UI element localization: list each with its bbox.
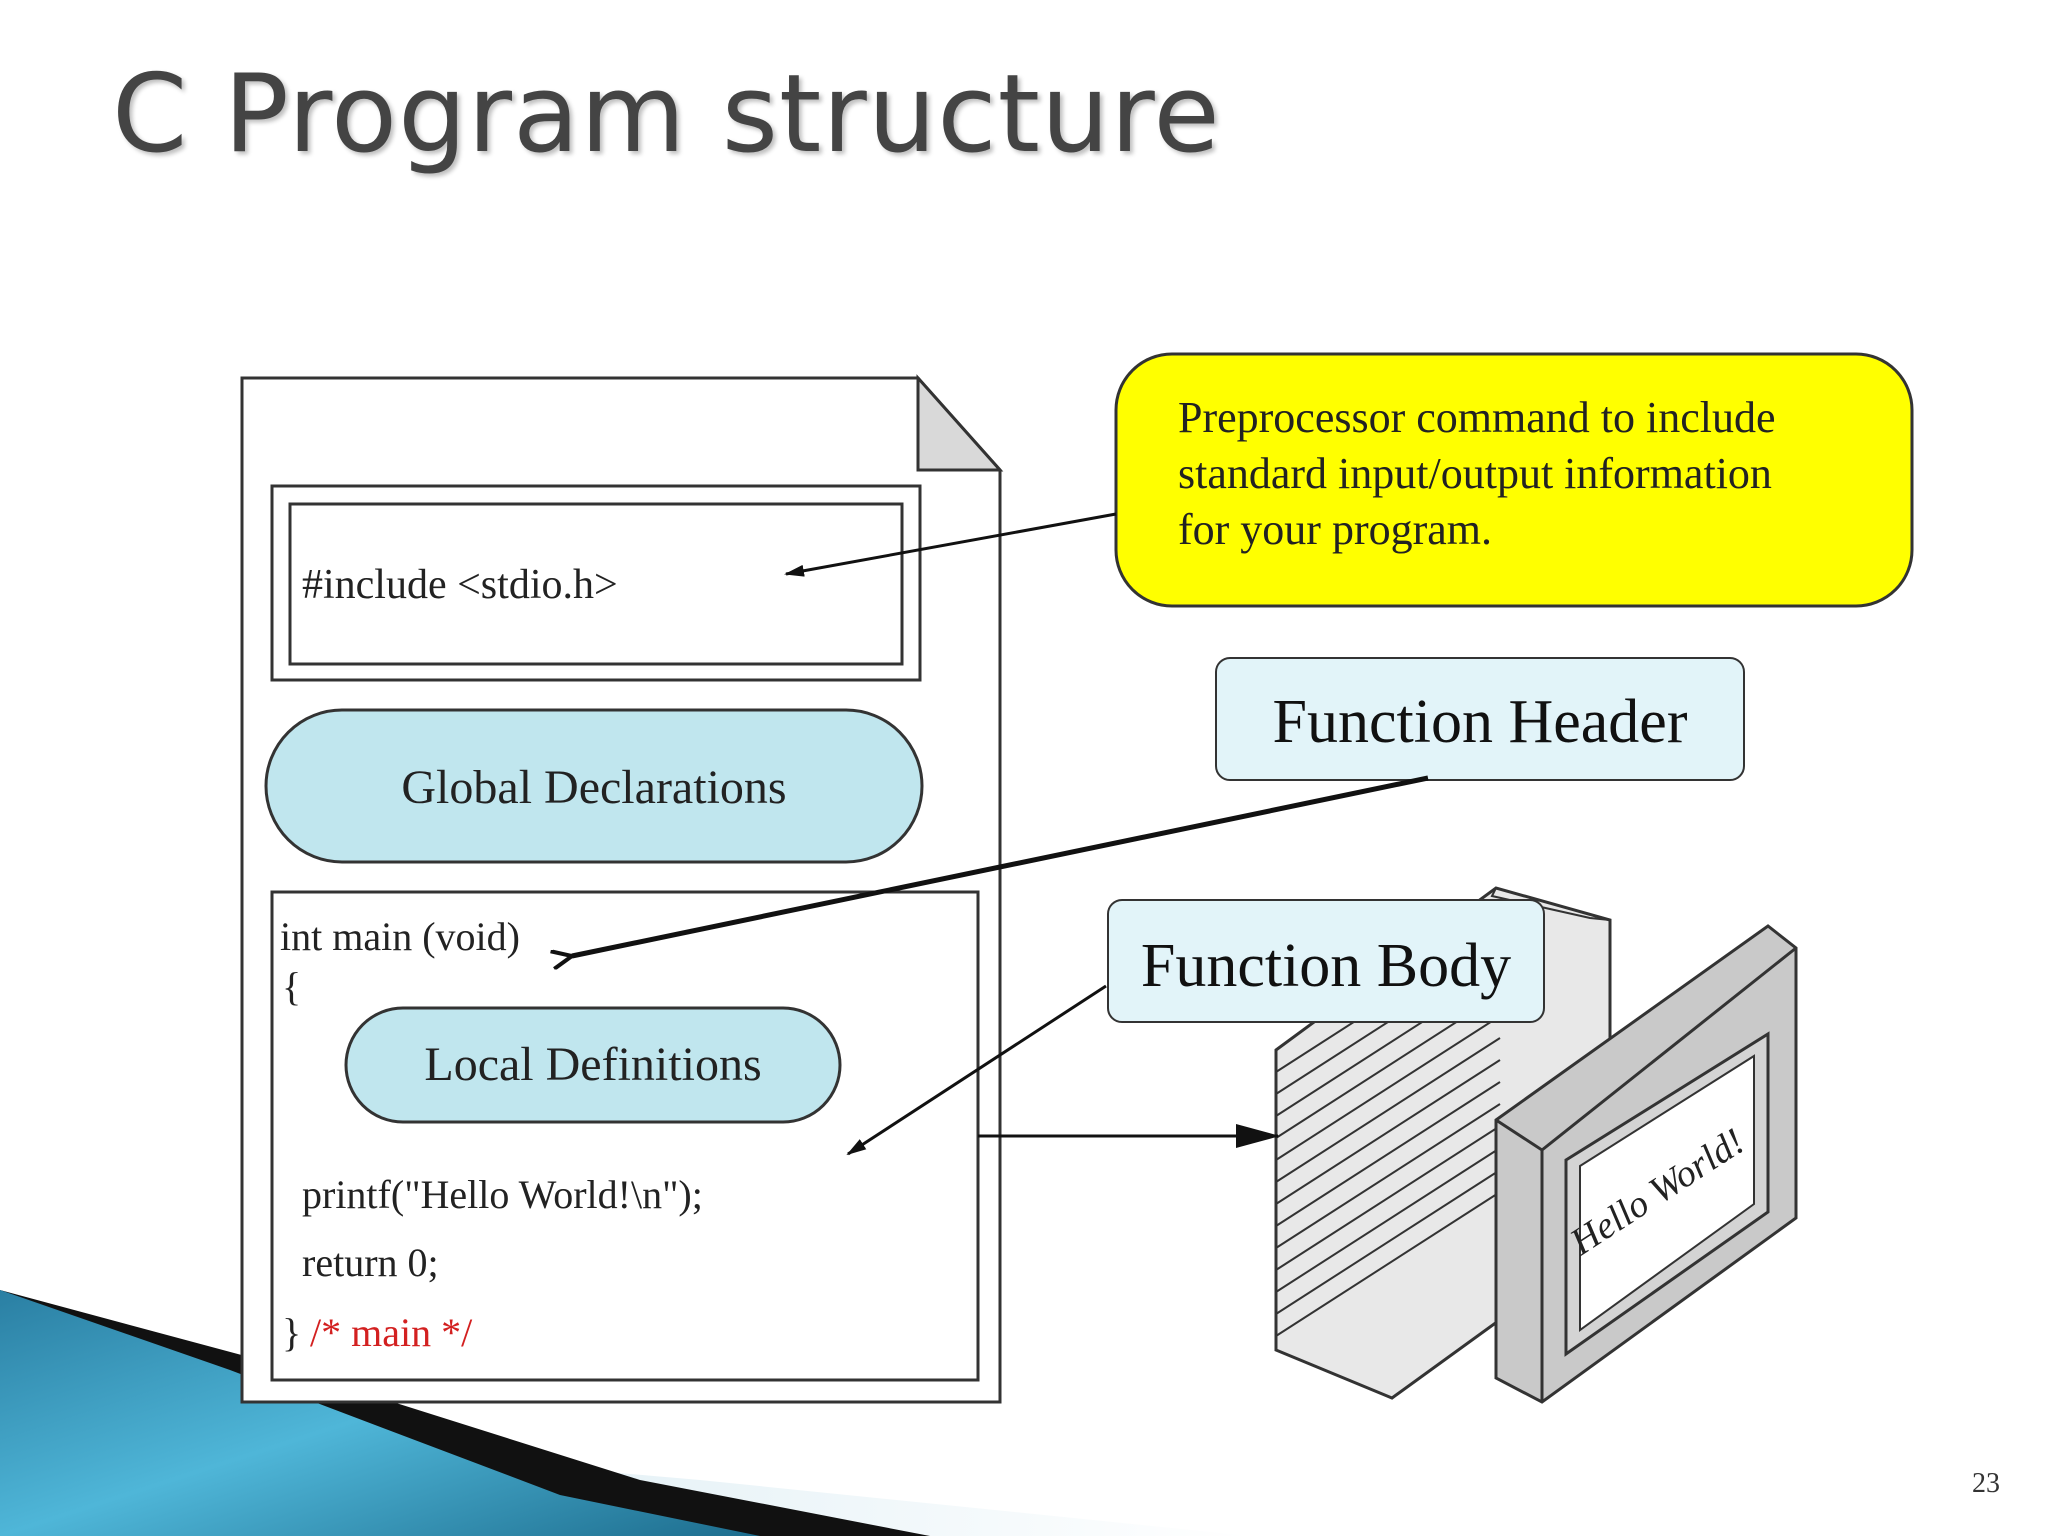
include-line: #include <stdio.h>	[302, 562, 618, 608]
global-declarations-pill	[264, 708, 924, 864]
function-header-arrow	[572, 775, 1429, 956]
main-signature: int main (void)	[280, 914, 520, 959]
preprocessor-callout-line-3: for your program.	[1178, 505, 1492, 554]
preprocessor-callout-line-1: Preprocessor command to include	[1178, 393, 1776, 442]
return-line: return 0;	[302, 1240, 439, 1285]
preprocessor-arrow	[784, 512, 1117, 577]
function-body-arrow	[846, 984, 1107, 1156]
global-declarations-label: Global Declarations	[401, 761, 786, 814]
close-brace: }	[282, 1310, 301, 1355]
page-number: 23	[1972, 1468, 2000, 1499]
printf-line: printf("Hello World!\n");	[302, 1172, 703, 1217]
preprocessor-callout-line-2: standard input/output information	[1178, 449, 1772, 498]
source-file-page	[240, 374, 1004, 1404]
local-definitions-pill	[344, 1006, 842, 1124]
preprocessor-callout	[1114, 352, 1914, 608]
open-brace: {	[282, 964, 301, 1009]
slide-title: C Program structure	[112, 52, 1221, 177]
function-header-label-box	[1215, 657, 1745, 781]
function-body-label-box	[1107, 899, 1545, 1023]
function-body-label: Function Body	[1141, 932, 1511, 1000]
function-header-label: Function Header	[1273, 688, 1688, 756]
include-box	[270, 484, 922, 682]
local-definitions-label: Local Definitions	[424, 1038, 761, 1091]
main-comment: /* main */	[310, 1310, 473, 1355]
